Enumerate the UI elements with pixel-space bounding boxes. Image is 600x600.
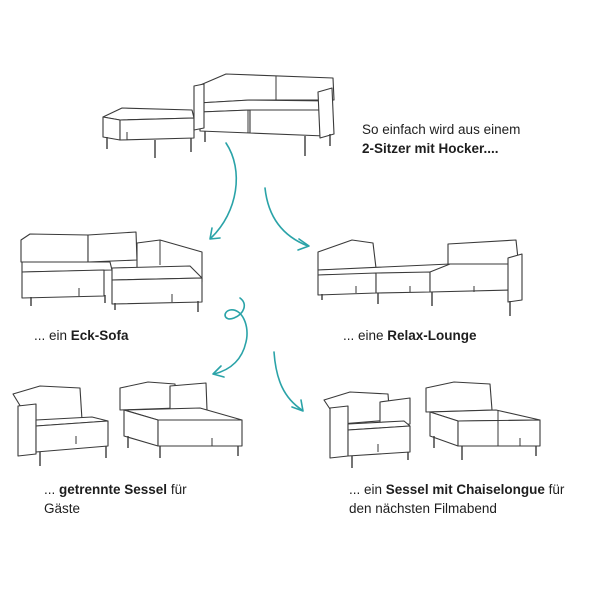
caption-sessel-bold: getrennte Sessel xyxy=(59,482,168,497)
caption-sessel-chaiselongue: ... ein Sessel mit Chaiselongue für den … xyxy=(349,480,564,518)
caption-eck-sofa: ... ein Eck-Sofa xyxy=(34,326,129,345)
armchair-with-chaise-drawing xyxy=(323,381,541,468)
caption-getrennte-sessel: ... getrennte Sessel für Gäste xyxy=(44,480,187,518)
arrow-to-sessel-chaiselongue xyxy=(273,351,304,412)
caption-chaise-suffix: für xyxy=(544,482,565,497)
caption-intro-line1: So einfach wird aus einem xyxy=(362,122,521,137)
caption-chaise-bold: Sessel mit Chaiselongue xyxy=(385,482,545,497)
caption-intro-bold: 2-Sitzer mit Hocker.... xyxy=(362,141,499,156)
caption-chaise-prefix: ... ein xyxy=(349,482,386,497)
caption-chaise-line2: den nächsten Filmabend xyxy=(349,501,497,516)
caption-relax-prefix: ... eine xyxy=(343,328,388,343)
corner-sofa-drawing xyxy=(20,231,203,312)
caption-relax-bold: Relax-Lounge xyxy=(387,328,477,343)
caption-relax-lounge: ... eine Relax-Lounge xyxy=(343,326,477,345)
separate-armchairs-drawing xyxy=(12,381,243,466)
caption-eck-bold: Eck-Sofa xyxy=(70,328,129,343)
caption-sessel-prefix: ... xyxy=(44,482,60,497)
arrow-to-eck-sofa xyxy=(209,142,238,240)
arrow-to-relax-lounge xyxy=(264,187,310,251)
two-seater-with-ottoman-drawing xyxy=(102,73,335,158)
caption-sessel-line2: Gäste xyxy=(44,501,81,516)
caption-intro: So einfach wird aus einem 2-Sitzer mit H… xyxy=(362,120,520,158)
arrow-to-getrennte-sessel xyxy=(212,297,248,378)
relax-lounge-drawing xyxy=(317,239,523,316)
caption-sessel-suffix: für xyxy=(167,482,187,497)
caption-eck-prefix: ... ein xyxy=(34,328,71,343)
